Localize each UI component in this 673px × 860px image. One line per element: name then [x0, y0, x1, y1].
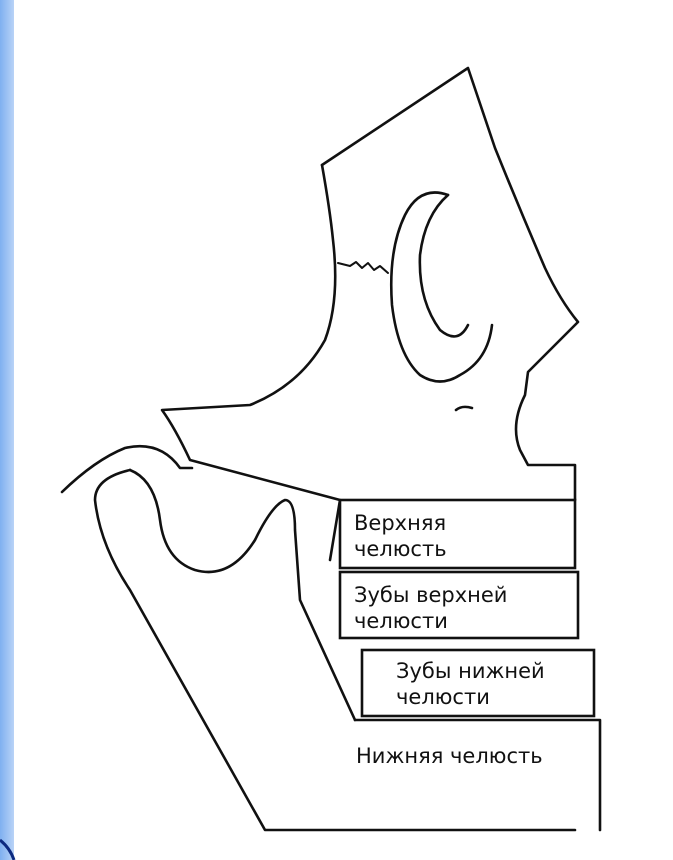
lower-teeth-label-line-1: Зубы нижней — [396, 658, 545, 684]
lower-jaw-box — [300, 718, 600, 830]
upper-teeth-label-line-1: Зубы верхней — [354, 582, 507, 608]
upper-jaw-label-line-2: челюсть — [354, 536, 447, 562]
orbit-inner-curve — [420, 195, 468, 336]
mandible-notch — [130, 470, 355, 720]
suture-line — [338, 262, 388, 273]
upper-jaw-label-line-1: Верхняя — [354, 510, 447, 536]
upper-teeth-label: Зубы верхней челюсти — [354, 582, 507, 634]
small-mark — [456, 407, 472, 410]
lower-jaw-label-line: Нижняя челюсть — [356, 743, 543, 769]
lower-teeth-label-line-2: челюсти — [396, 684, 545, 710]
orbit-outline — [391, 193, 492, 382]
lower-jaw-label: Нижняя челюсть — [356, 743, 543, 769]
skull-outline — [322, 68, 578, 500]
skull-outline-left — [162, 165, 340, 560]
upper-teeth-label-line-2: челюсти — [354, 608, 507, 634]
lower-teeth-label: Зубы нижней челюсти — [396, 658, 545, 710]
lower-jaw-box-edge — [355, 720, 600, 830]
corner-arc-decoration — [0, 838, 16, 860]
upper-jaw-label: Верхняя челюсть — [354, 510, 447, 562]
mandible-outline — [62, 446, 192, 492]
